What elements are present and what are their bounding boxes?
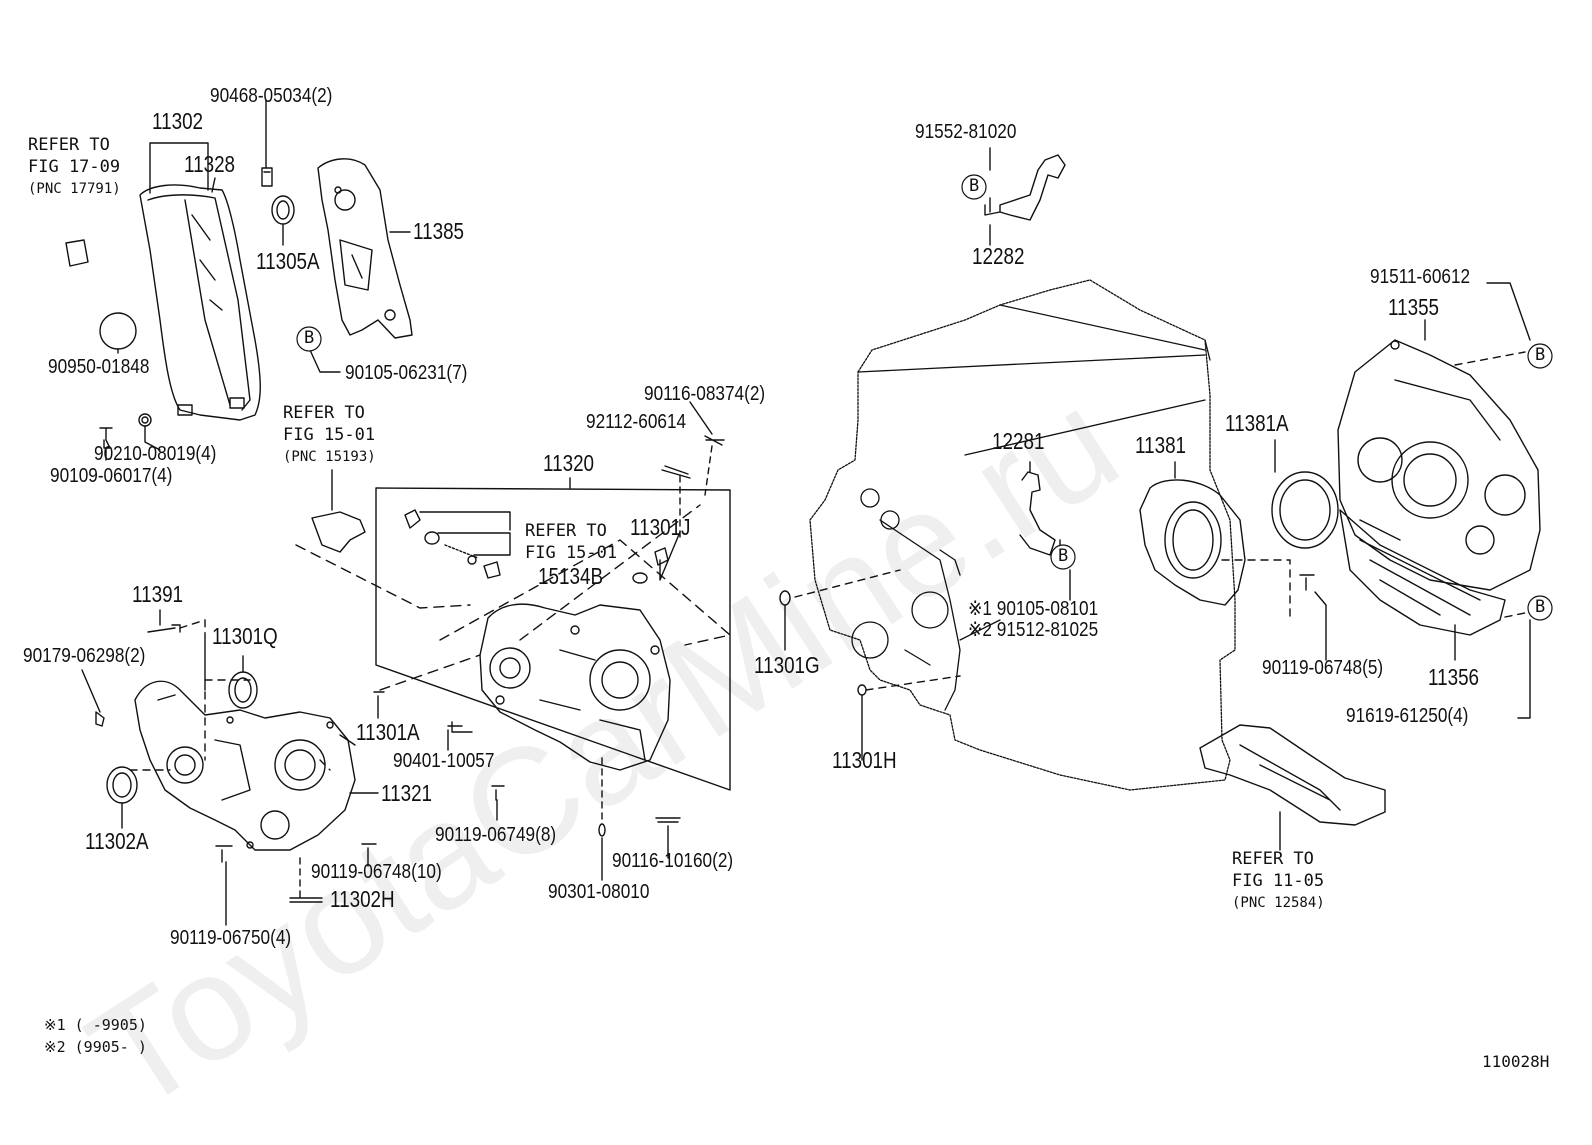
part-label[interactable]: 11385 <box>413 218 465 244</box>
part-label[interactable]: 90401-10057 <box>393 750 495 772</box>
engine-block <box>809 279 1236 791</box>
part-label[interactable]: 91552-81020 <box>915 121 1017 143</box>
part-label[interactable]: 12281 <box>992 428 1045 454</box>
part-label[interactable]: 90119-06749(8) <box>435 824 557 846</box>
part-label[interactable]: 11356 <box>1428 664 1480 690</box>
part-label[interactable]: ※1 90105-08101 <box>968 598 1099 620</box>
part-label[interactable]: 11301H <box>832 747 897 773</box>
refer-fig-11-05[interactable]: REFER TO FIG 11-05 (PNC 12584) <box>1232 849 1325 911</box>
parts-diagram: ToyotaCarMine.ru <box>23 85 1553 1143</box>
part-label[interactable]: 11302A <box>85 828 149 854</box>
bolt-markers <box>296 174 1553 621</box>
oil-pump-11320 <box>479 603 671 771</box>
plug-90950 <box>99 312 137 350</box>
bolt-marker-b: B <box>1058 546 1069 566</box>
refer-fig-15-01[interactable]: REFER TO FIG 15-01 (PNC 15193) <box>283 403 376 465</box>
part-label[interactable]: 15134B <box>538 563 604 589</box>
assy-box-11320 <box>375 487 731 791</box>
part-label[interactable]: 11321 <box>381 780 433 806</box>
refer-fig-17-09[interactable]: REFER TO FIG 17-09 (PNC 17791) <box>28 135 121 197</box>
part-label[interactable]: 92112-60614 <box>586 411 687 433</box>
part-label[interactable]: 90119-06748(5) <box>1262 657 1384 679</box>
case-11321 <box>134 680 356 851</box>
part-label[interactable]: 11301J <box>630 514 691 540</box>
part-label[interactable]: 90119-06748(10) <box>311 861 442 883</box>
bolt-marker-b: B <box>1535 345 1546 365</box>
bolt-marker-b: B <box>1535 597 1546 617</box>
part-label[interactable]: 11301Q <box>212 623 278 649</box>
part-label[interactable]: 90116-10160(2) <box>612 850 734 872</box>
part-label[interactable]: 90468-05034(2) <box>210 85 333 107</box>
part-label[interactable]: 90119-06750(4) <box>170 927 292 949</box>
part-label[interactable]: 11301G <box>754 652 820 678</box>
part-label[interactable]: 90105-06231(7) <box>345 362 468 384</box>
diagram-drawing <box>65 99 1553 926</box>
part-label[interactable]: 11381 <box>1135 432 1187 458</box>
footnote: ※1 ( -9905) <box>44 1016 147 1034</box>
refer-fig-15-01-inner[interactable]: REFER TO FIG 15-01 <box>525 521 618 563</box>
figure-code: 110028H <box>1482 1052 1550 1071</box>
part-label[interactable]: 11391 <box>132 581 184 607</box>
part-label[interactable]: 90116-08374(2) <box>644 383 766 405</box>
part-label[interactable]: 90950-01848 <box>48 356 150 378</box>
part-label[interactable]: 11302 <box>152 108 204 134</box>
part-label[interactable]: 90109-06017(4) <box>50 465 173 487</box>
part-label[interactable]: 11305A <box>256 248 320 274</box>
bolt-marker-b: B <box>969 176 980 196</box>
part-label[interactable]: 11381A <box>1225 410 1289 436</box>
bolt-marker-b: B <box>304 328 315 348</box>
timing-cover-11302 <box>139 184 261 421</box>
part-label[interactable]: 90301-08010 <box>548 881 650 903</box>
cover-plate-11385 <box>317 158 413 339</box>
part-label[interactable]: 90210-08019(4) <box>94 443 217 465</box>
part-label[interactable]: 91619-61250(4) <box>1346 705 1469 727</box>
part-label[interactable]: 91511-60612 <box>1370 266 1471 288</box>
end-plate-11355 <box>1337 339 1541 591</box>
part-label[interactable]: 11302H <box>330 886 395 912</box>
part-label[interactable]: ※2 91512-81025 <box>968 619 1099 641</box>
part-label[interactable]: 12282 <box>972 243 1025 269</box>
part-label[interactable]: 11355 <box>1388 294 1440 320</box>
part-label[interactable]: 11301A <box>356 719 420 745</box>
part-label[interactable]: 11328 <box>184 151 236 177</box>
part-label[interactable]: 11320 <box>543 450 595 476</box>
part-label[interactable]: 90179-06298(2) <box>23 645 146 667</box>
footnote: ※2 (9905- ) <box>44 1038 147 1056</box>
